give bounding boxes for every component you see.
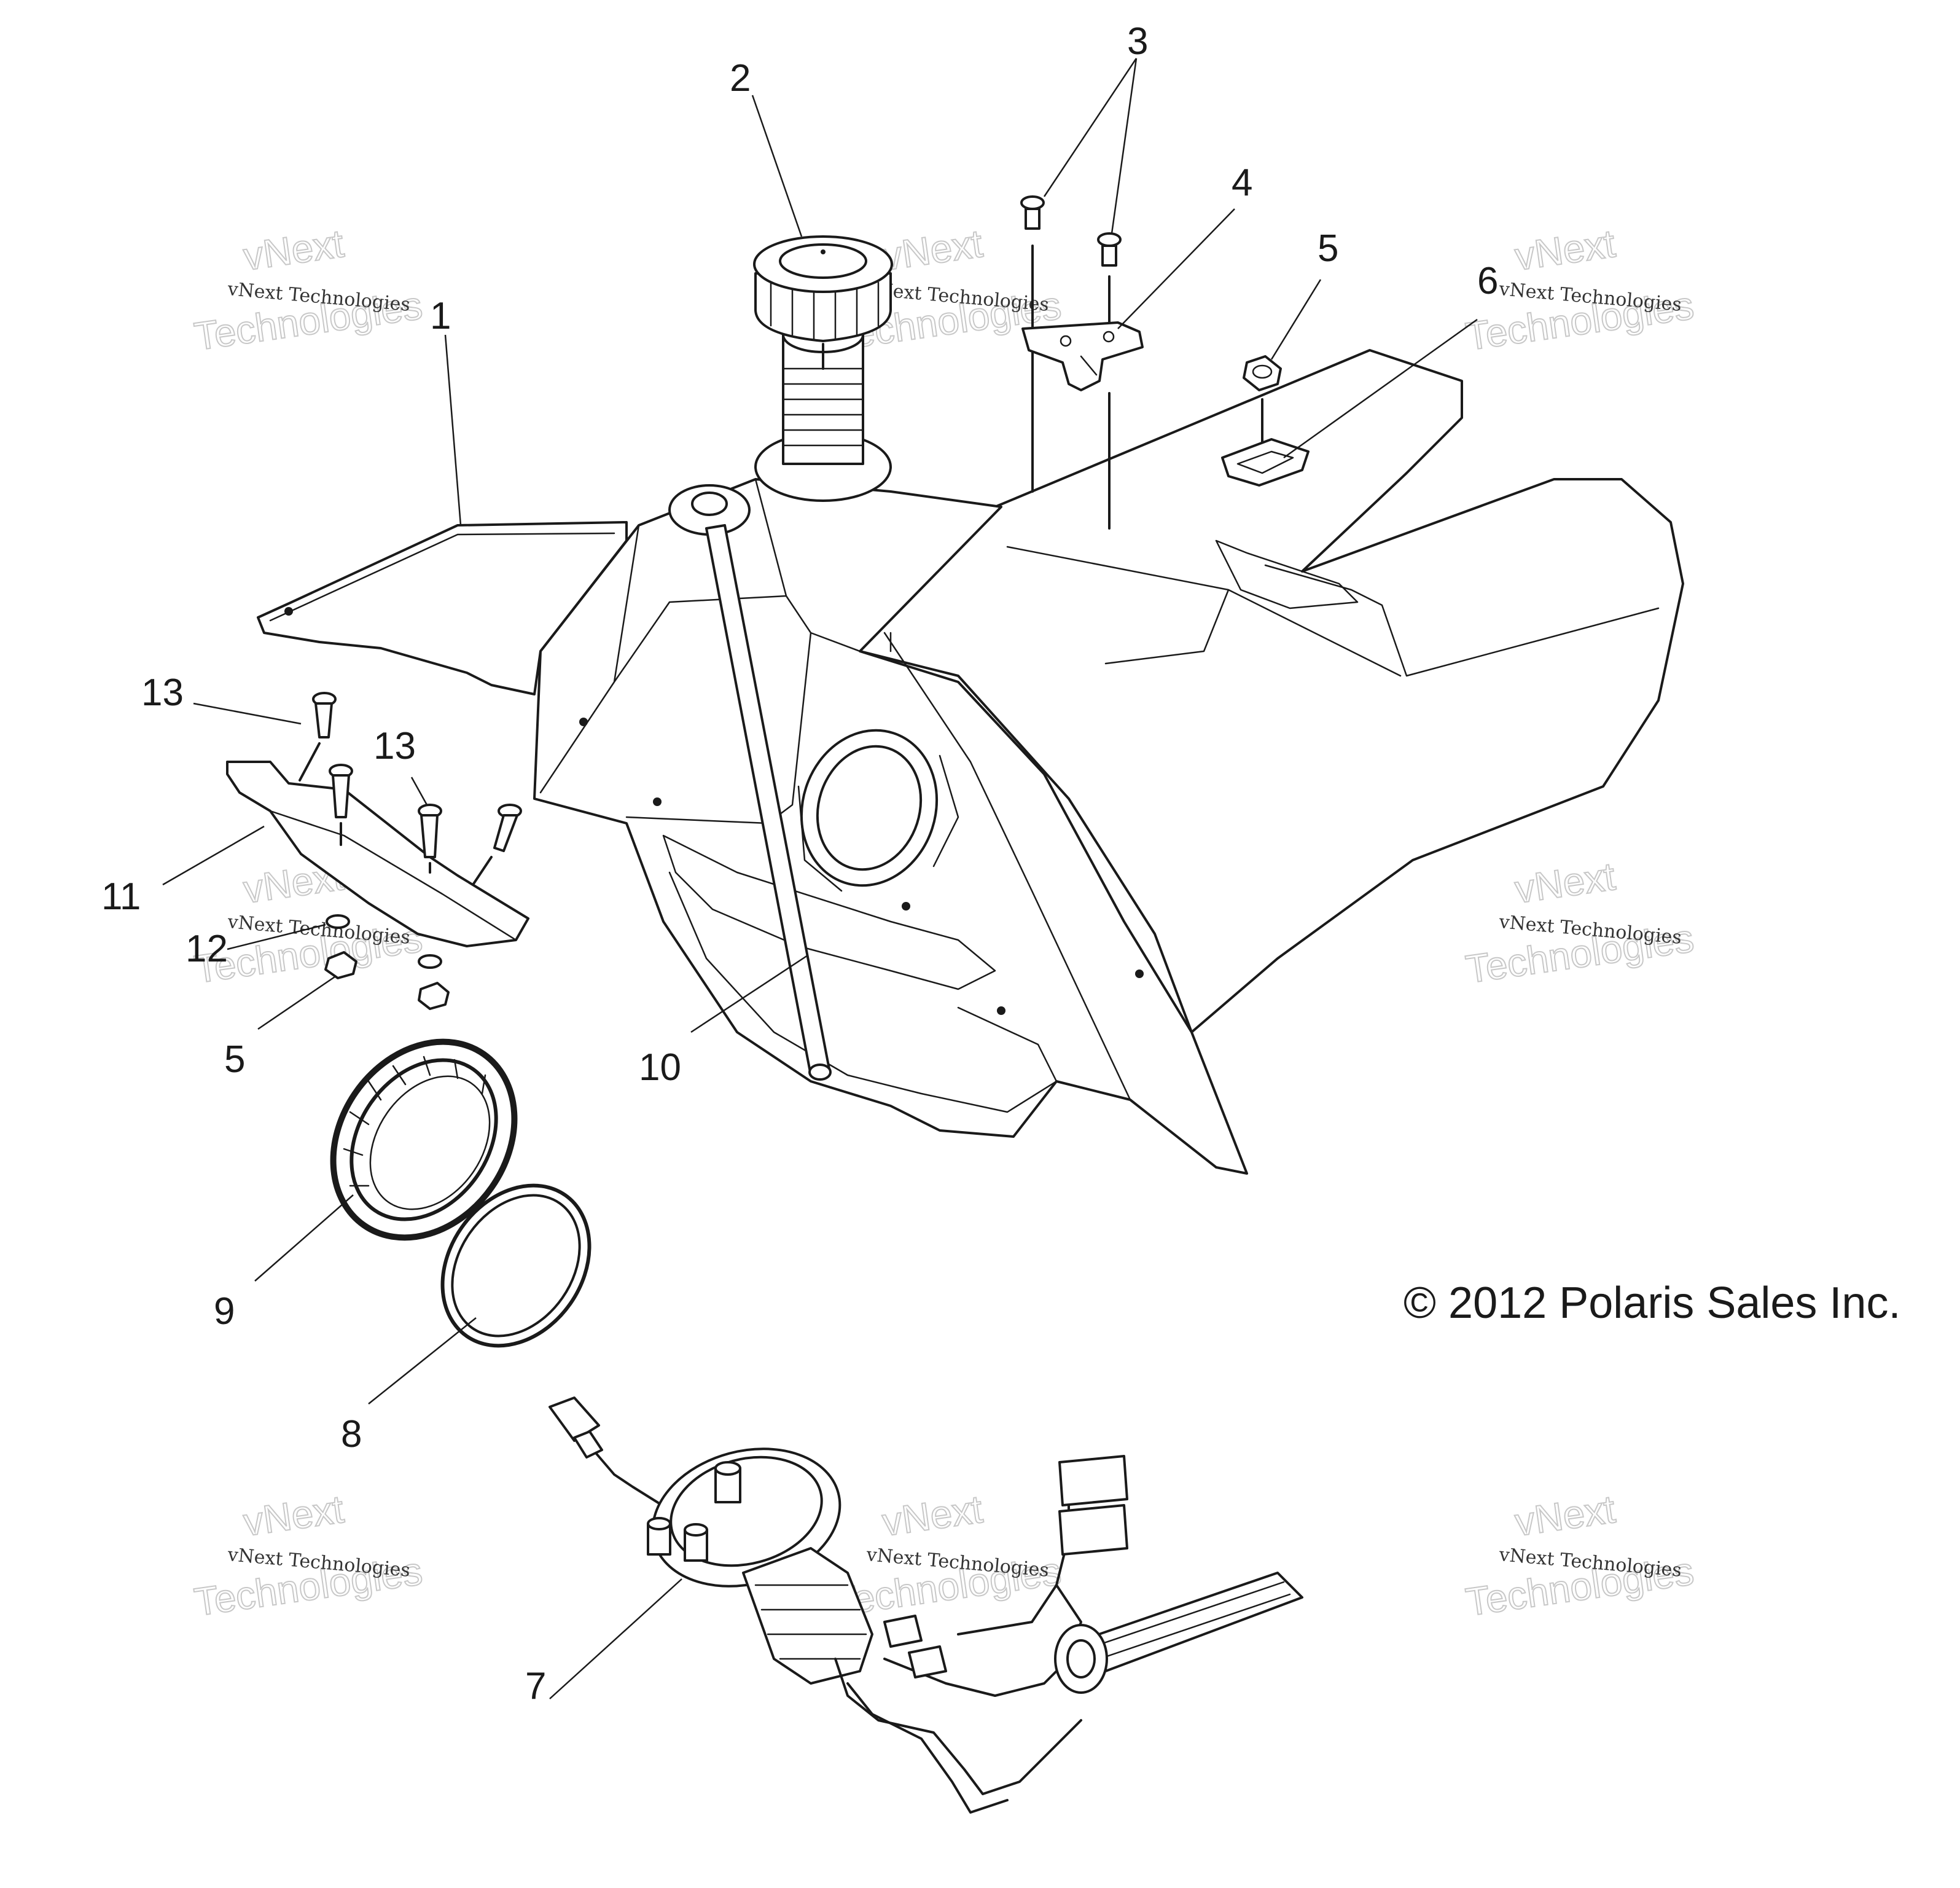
leader-5-low xyxy=(257,976,335,1030)
tank-bottom-sump xyxy=(668,871,1058,1113)
tank-center-contour xyxy=(539,478,892,825)
callout-12: 12 xyxy=(185,928,228,970)
nut-5-lower xyxy=(324,951,357,979)
callout-13b: 13 xyxy=(373,725,416,767)
bolt xyxy=(329,764,353,846)
bolts-3 xyxy=(1020,195,1122,530)
lock-ring-9 xyxy=(330,1038,518,1241)
vent-tube-end xyxy=(808,1063,832,1081)
callout-6: 6 xyxy=(1477,260,1498,302)
fuel-pump-7 xyxy=(549,1396,1303,1814)
nut-5-lower xyxy=(418,982,450,1010)
flange-hole xyxy=(579,718,588,726)
leader-6 xyxy=(1283,318,1478,459)
leader-11 xyxy=(162,825,265,886)
callout-2: 2 xyxy=(730,57,751,100)
watermark-big-top: vNext xyxy=(1512,854,1618,912)
pad-6 xyxy=(1221,438,1310,487)
sender-pivot xyxy=(1054,1624,1108,1694)
pump-opening-outer xyxy=(800,729,939,887)
fuel-cap xyxy=(753,235,893,370)
washer-12 xyxy=(326,914,350,929)
leader-10 xyxy=(690,954,808,1033)
watermark: Technologies vNext vNext Technologies xyxy=(830,221,1064,359)
pump-opening-collar xyxy=(797,754,959,892)
watermark-big-top: vNext xyxy=(880,1487,985,1545)
watermark-big-top: vNext xyxy=(241,221,346,279)
fuel-cap-inner xyxy=(779,243,867,279)
watermark-big-top: vNext xyxy=(241,1487,346,1545)
bolt xyxy=(1020,195,1045,493)
tank-saddle-well xyxy=(1215,539,1359,609)
watermark-big-top: vNext xyxy=(1512,1487,1618,1545)
fuel-cap-grip xyxy=(770,281,880,340)
bolt xyxy=(299,692,337,781)
leader-5-top xyxy=(1270,279,1322,360)
flange-hole xyxy=(1135,969,1144,978)
bracket-4 xyxy=(1021,321,1144,391)
callout-5-low: 5 xyxy=(224,1038,245,1081)
seal-ring-8 xyxy=(440,1183,592,1348)
watermark: Technologies vNext vNext Technologies xyxy=(830,1486,1064,1625)
bolt xyxy=(472,804,522,886)
callout-4: 4 xyxy=(1232,162,1252,204)
bracket-11 xyxy=(226,692,529,1010)
watermark-big-top: vNext xyxy=(880,221,985,279)
fuel-tank xyxy=(257,316,1684,1175)
tank-left-flange-edge xyxy=(269,532,615,622)
callout-9: 9 xyxy=(214,1290,235,1333)
flange-hole xyxy=(902,902,910,911)
washer-12 xyxy=(418,954,442,969)
leader-13a xyxy=(193,702,302,725)
tank-lower-skirt xyxy=(662,834,996,990)
watermark: Technologies vNext vNext Technologies xyxy=(191,1486,426,1625)
watermark: Technologies vNext vNext Technologies xyxy=(1462,853,1697,992)
callout-1: 1 xyxy=(430,295,451,337)
leader-1 xyxy=(444,334,462,526)
callout-11: 11 xyxy=(101,875,141,918)
callout-7: 7 xyxy=(525,1665,546,1707)
flange-hole xyxy=(653,797,662,806)
callout-labels: 1 2 3 4 5 6 7 8 9 10 11 12 5 13 13 xyxy=(101,20,1498,1707)
watermark-big-top: vNext xyxy=(1512,221,1618,279)
flange-hole xyxy=(284,607,293,616)
leader-3a xyxy=(1043,58,1138,197)
tank-saddle-contour xyxy=(1006,546,1660,677)
callout-5-top: 5 xyxy=(1318,227,1338,270)
pump-opening-inner xyxy=(816,745,923,871)
leader-2 xyxy=(751,95,803,237)
pump-body xyxy=(742,1547,873,1685)
leader-4 xyxy=(1117,208,1235,329)
callout-10: 10 xyxy=(639,1046,681,1089)
bracket-plate xyxy=(1021,321,1144,391)
pump-connector xyxy=(549,1396,600,1442)
fuel-cap-center-dot xyxy=(821,249,826,254)
leader-13b xyxy=(410,777,428,805)
callout-13a: 13 xyxy=(141,672,184,714)
vent-fitting xyxy=(691,492,728,516)
leader-8 xyxy=(368,1317,477,1404)
bolt xyxy=(1097,232,1122,530)
flange-hole xyxy=(997,1006,1005,1015)
tank-side-rib xyxy=(883,632,1131,1101)
leader-9 xyxy=(254,1194,354,1282)
leader-7 xyxy=(549,1578,682,1699)
copyright-text: © 2012 Polaris Sales Inc. xyxy=(1404,1279,1900,1328)
watermark: Technologies vNext vNext Technologies xyxy=(191,221,426,359)
leader-lines xyxy=(162,58,1478,1699)
pump-float xyxy=(1058,1455,1128,1506)
watermark: Technologies vNext vNext Technologies xyxy=(1462,1486,1697,1625)
tank-left-flange xyxy=(257,521,628,695)
tank-right-saddle xyxy=(859,349,1684,1033)
vent-tube xyxy=(705,524,832,1081)
bolt xyxy=(418,804,442,874)
leader-3b xyxy=(1111,58,1138,234)
leader-12 xyxy=(227,923,326,950)
callout-3: 3 xyxy=(1127,20,1148,63)
callout-8: 8 xyxy=(341,1413,362,1455)
